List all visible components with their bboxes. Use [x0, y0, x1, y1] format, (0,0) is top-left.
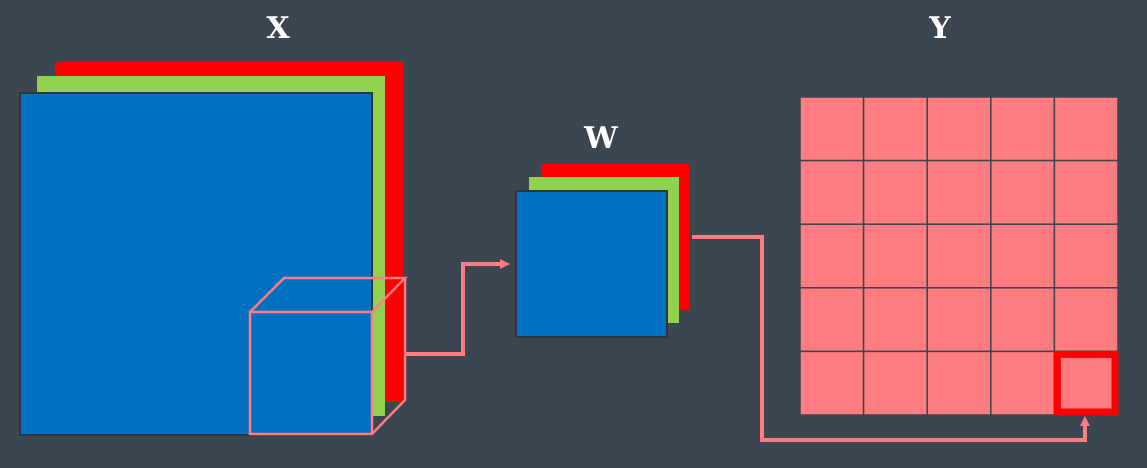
- kernel-tensor: [515, 164, 689, 338]
- output-cell: [1053, 287, 1119, 353]
- output-cell: [990, 159, 1056, 225]
- output-cell: [862, 350, 928, 416]
- output-cell: [990, 96, 1056, 162]
- output-cell: [926, 350, 992, 416]
- output-cell: [799, 350, 865, 416]
- output-cell: [1053, 159, 1119, 225]
- output-cell: [926, 223, 992, 289]
- input-label: X: [266, 11, 290, 46]
- input-tensor: [19, 62, 403, 436]
- output-cell: [799, 159, 865, 225]
- output-cell: [862, 159, 928, 225]
- output-cell: [926, 287, 992, 353]
- output-grid: [799, 96, 1119, 416]
- input-channel-blue: [19, 92, 373, 436]
- receptive-field-cube: [248, 276, 408, 436]
- output-cell: [926, 159, 992, 225]
- arrow-x-to-w: [405, 259, 510, 356]
- output-cell: [990, 287, 1056, 353]
- output-cell: [1053, 223, 1119, 289]
- output-cell: [1053, 96, 1119, 162]
- output-cell: [1053, 350, 1119, 416]
- output-cell: [799, 96, 865, 162]
- output-cell: [799, 223, 865, 289]
- cube-front-face: [248, 310, 374, 436]
- cube-top-face: [249, 276, 408, 313]
- output-cell: [862, 223, 928, 289]
- output-cell: [862, 96, 928, 162]
- output-cell: [990, 223, 1056, 289]
- arrow-w-to-y: [692, 235, 1090, 442]
- output-cell: [926, 96, 992, 162]
- output-cell: [799, 287, 865, 353]
- kernel-label: W: [584, 121, 618, 156]
- output-cell: [990, 350, 1056, 416]
- cube-side-face: [371, 278, 407, 435]
- kernel-channel-blue: [515, 190, 668, 338]
- highlighted-output-cell: [1053, 350, 1119, 416]
- output-cell: [862, 287, 928, 353]
- output-label: Y: [929, 11, 951, 46]
